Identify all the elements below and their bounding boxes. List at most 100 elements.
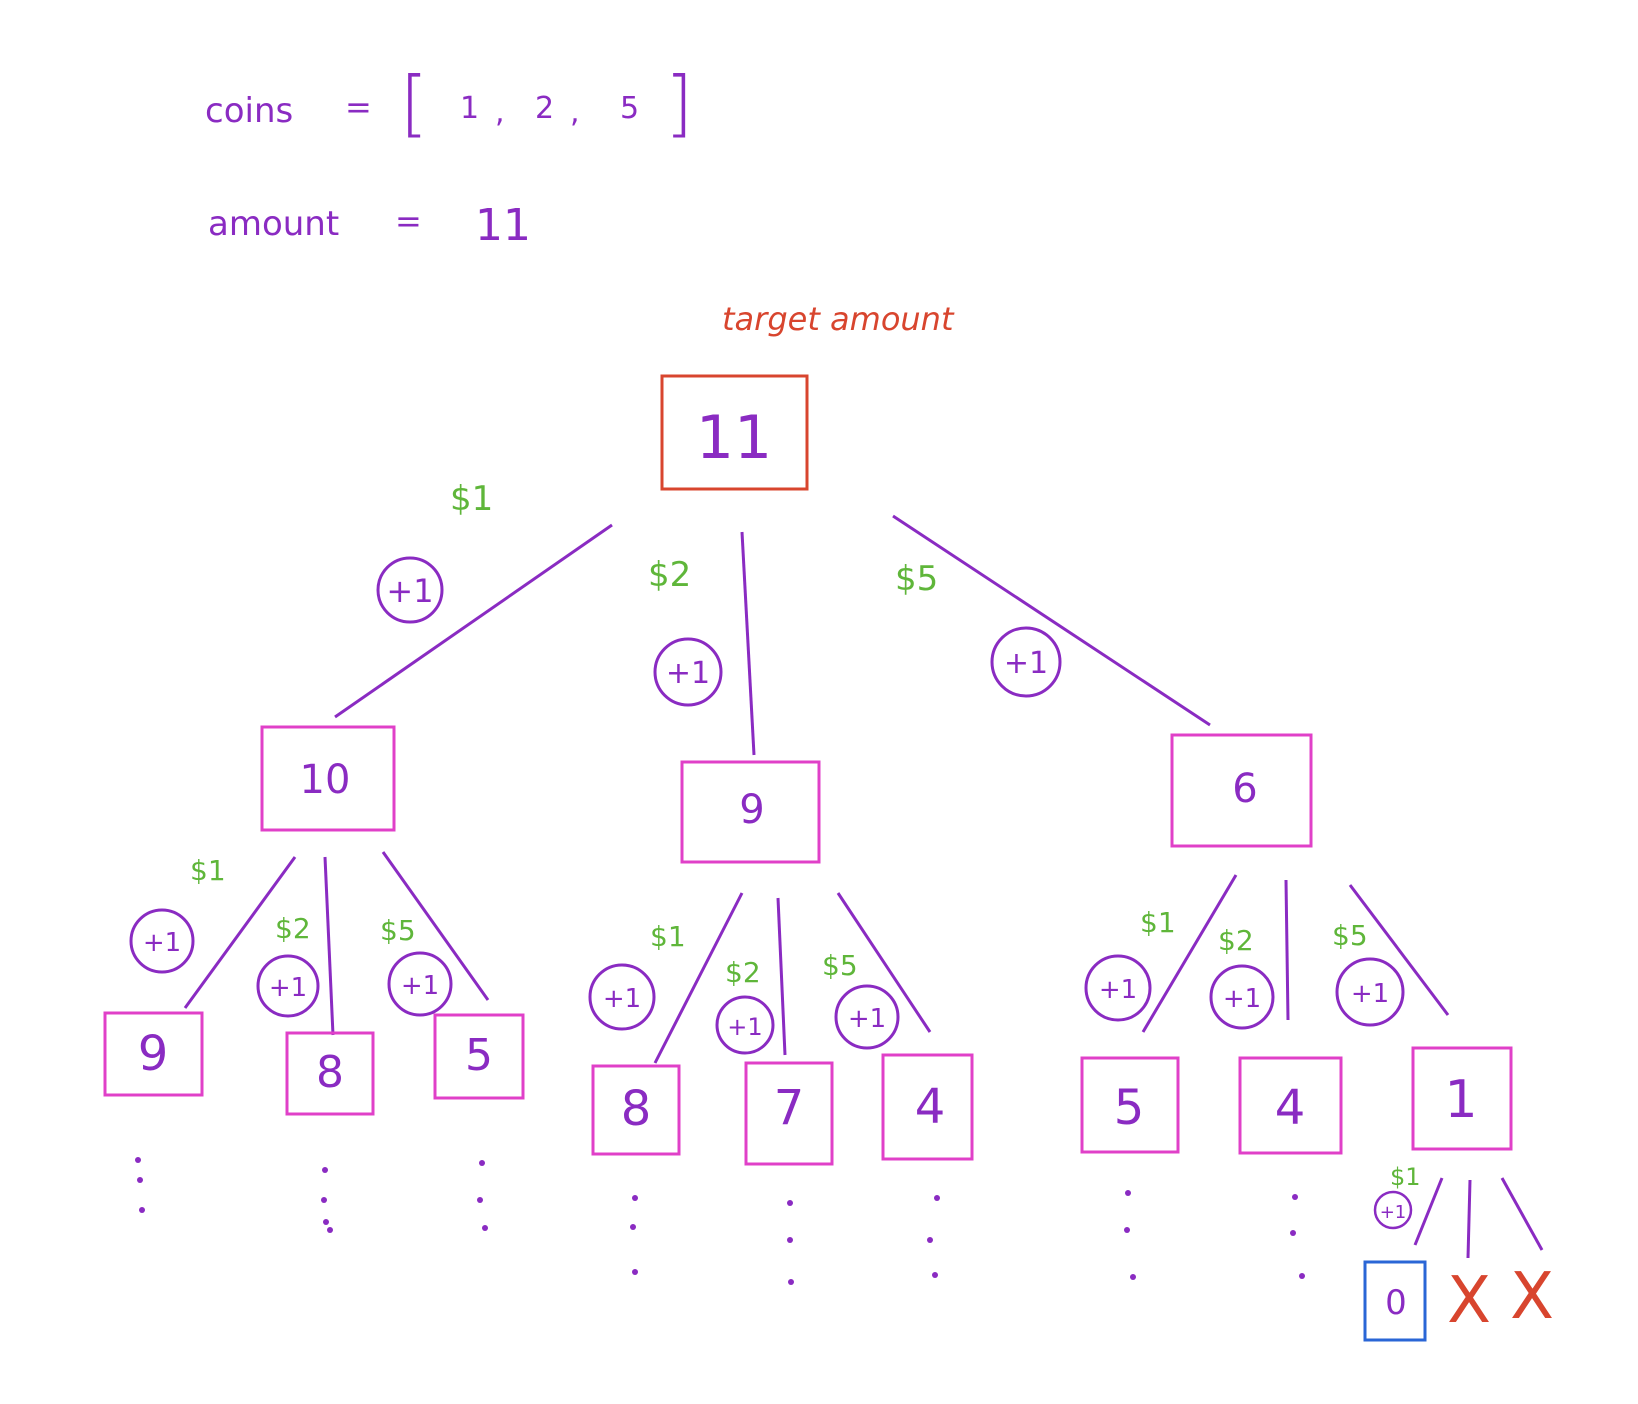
plus-one-text: +1 [603,984,641,1014]
target-amount-annotation: target amount [722,300,955,338]
problem-header: coins = [ 1 , 2 , 5 ] amount = 11 [205,61,693,251]
dot [322,1167,328,1173]
plus-one-text: +1 [401,971,439,1001]
dot [934,1195,940,1201]
edge-label: $1 [1390,1163,1421,1191]
level1-nodes: 10 9 6 [260,725,1313,864]
dot [787,1237,793,1243]
edge [1500,1177,1544,1251]
node-box [285,1031,375,1116]
node-value: 5 [465,1030,493,1081]
dot [479,1160,485,1166]
plus-one-text: +1 [143,928,181,958]
coin-comma-1: , [495,95,505,130]
dot [1299,1273,1305,1279]
edge-label-dollar2: $2 [648,555,691,595]
node-value: 6 [1232,766,1257,812]
level1-edges [334,514,1211,756]
plus-one-badge [256,954,320,1018]
edge-label-dollar1: $1 [450,479,493,519]
node-value: 4 [915,1079,946,1135]
edge-label: $2 [275,912,311,945]
node-box [1238,1056,1343,1155]
edge [381,851,490,1001]
plus-one-badge [1373,1190,1413,1230]
node-box [1411,1046,1513,1151]
coin-value-5: 5 [620,91,639,126]
node-box [680,760,821,864]
node-box [744,1061,834,1166]
edge [1466,1179,1472,1259]
plus-one-badge [588,963,656,1031]
plus-one-badge [834,984,900,1050]
close-bracket: ] [665,61,693,145]
plus-one-badge [387,951,453,1017]
plus-one-badge [1209,964,1275,1030]
dot [137,1177,143,1183]
node-box [260,725,396,832]
node-value: 9 [739,787,764,833]
plus-one-badge [376,556,444,624]
dot [1124,1227,1130,1233]
dot [788,1279,794,1285]
root-node: 11 [660,374,809,491]
node-value: 5 [1114,1080,1145,1136]
plus-one-text: +1 [1223,984,1261,1014]
continuation-dots [135,1157,1305,1285]
dot [1125,1190,1131,1196]
plus-one-text: +1 [848,1004,886,1034]
plus-one-badge [715,995,775,1055]
dot [1292,1194,1298,1200]
edge-label: $5 [1332,919,1368,952]
plus-one-text: +1 [1099,975,1137,1005]
plus-one-text: +1 [1380,1202,1407,1223]
plus-one-text: +1 [269,973,307,1003]
edge-label: $1 [650,920,686,953]
dot [1130,1274,1136,1280]
amount-equals: = [395,202,422,240]
level2-nodes: 9 8 5 8 7 4 5 4 1 [103,1011,1513,1166]
edge-label-dollar5: $5 [895,559,938,599]
plus-one-badge [990,626,1062,698]
edge [653,892,744,1064]
edge [836,892,932,1033]
level1-edge-labels: $1 $2 $5 +1 +1 +1 [376,479,1062,707]
edge [776,897,787,1056]
node-value: 1 [1444,1070,1477,1130]
plus-one-text: +1 [386,572,433,610]
edge-label: $5 [380,914,416,947]
edge-11-to-9 [740,531,756,756]
dot [932,1272,938,1278]
plus-one-badge [1084,954,1152,1022]
plus-one-badge [129,908,195,974]
dot [927,1237,933,1243]
node-value: 8 [621,1081,652,1137]
edge-label: $5 [822,949,858,982]
edge [1348,884,1450,1016]
root-box [660,374,809,491]
plus-one-badge [1335,957,1405,1027]
edge-11-to-10 [334,523,613,719]
edge-label: $2 [1218,924,1254,957]
node-value: 10 [300,757,351,803]
amount-label: amount [208,204,339,244]
edge [1284,879,1290,1021]
coins-label: coins [205,91,293,131]
plus-one-text: +1 [1351,979,1389,1009]
root-value: 11 [696,403,772,473]
dot [323,1219,329,1225]
plus-one-badge [653,637,723,707]
node-box [433,1013,525,1100]
level2-edge-labels: $1 $2 $5 +1 +1 +1 $1 $2 $5 +1 +1 +1 $1 $… [129,854,1405,1055]
level3: $1 +1 0 X X [1363,1163,1554,1342]
coin-value-1: 1 [460,91,479,126]
dot [482,1225,488,1231]
dot [632,1269,638,1275]
amount-value: 11 [475,200,531,251]
edge [183,856,297,1009]
node-value: 4 [1275,1080,1306,1136]
node-box [881,1053,974,1161]
edge [323,856,335,1036]
coin-value-2: 2 [535,91,554,126]
